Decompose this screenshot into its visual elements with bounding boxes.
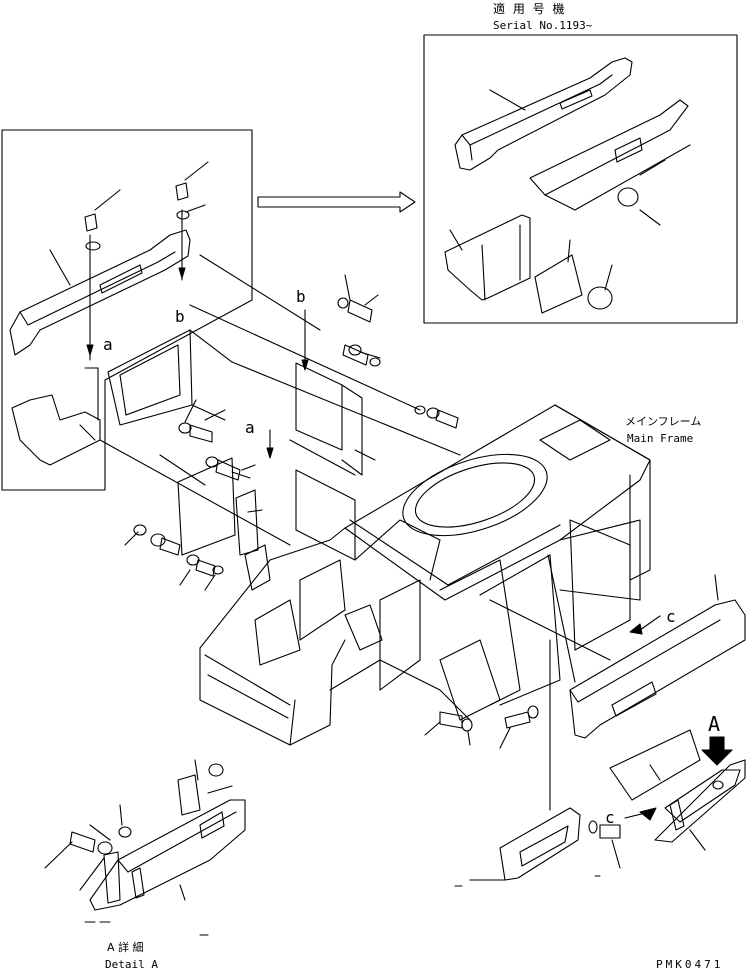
callout-c-right: c [666,607,676,626]
callout-c-lower: c [605,808,615,827]
bolt-group-lower [424,705,539,749]
bolt-group-center [337,274,459,461]
detail-a-jp-label: A 詳 細 [107,940,144,954]
header-jp-label: 適 用 号 機 [493,1,566,16]
main-frame-en-label: Main Frame [627,432,693,445]
serial-inset-box [423,34,738,324]
callout-a-mid: a [245,418,255,437]
main-frame [199,404,651,746]
bolt-group-left [124,399,263,591]
left-detail-box [1,129,253,491]
reference-lines [99,254,611,811]
callout-a-upper: a [103,335,113,354]
right-cover [569,574,746,739]
main-frame-jp-label: メインフレーム [625,415,701,428]
bolt-group-c [588,820,621,869]
drawing-code: PMK0471 [656,958,723,971]
callout-view-a: A [708,712,720,736]
lower-cover-piece [469,807,581,881]
serial-number-label: Serial No.1193~ [493,19,593,32]
lower-right-cover [609,729,746,851]
detail-a-assembly [44,759,246,911]
view-a-arrow [701,736,733,766]
detail-a-en-label: Detail A [105,958,158,971]
callout-b-upper: b [175,307,185,326]
inner-bracket [107,329,233,426]
callout-b-mid: b [296,287,306,306]
inset-pointer-arrow [257,191,416,213]
